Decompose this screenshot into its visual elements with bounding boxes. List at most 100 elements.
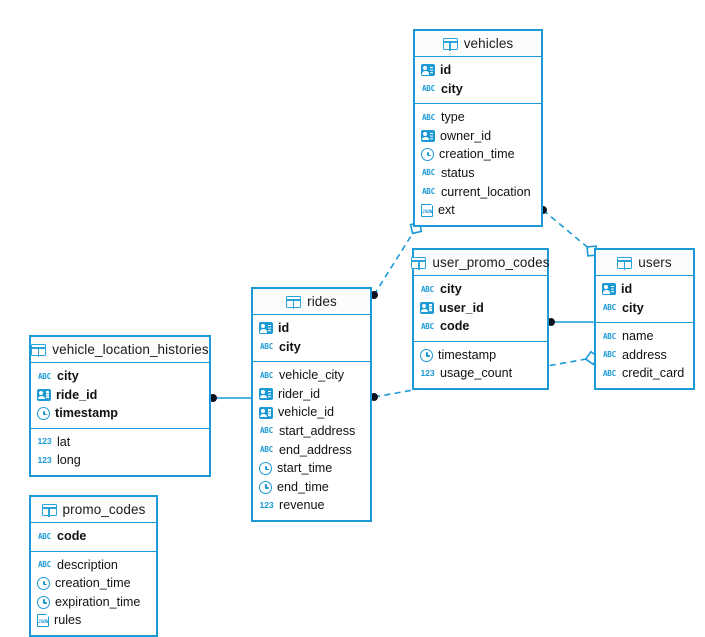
abc-string-icon: ABC [421,168,436,178]
json-document-icon: JSON [421,203,434,217]
clock-timestamp-icon [37,576,50,590]
key-id-icon [259,388,273,401]
table-header[interactable]: promo_codes [31,497,156,523]
table-grid-icon [41,503,57,518]
field-row[interactable]: vehicle_id [253,403,370,422]
clock-timestamp-icon [37,406,50,420]
field-name: id [621,282,633,296]
clock-timestamp-icon [259,461,272,475]
field-name: usage_count [440,366,513,381]
field-name: start_address [279,423,356,438]
field-row[interactable]: ABC start_address [253,422,370,441]
123-number-icon: 123 [37,436,52,447]
table-header[interactable]: user_promo_codes [411,250,550,276]
abc-string-icon: ABC [259,445,274,455]
abc-string-icon: ABC [421,112,436,122]
field-name: end_address [279,442,352,457]
field-name: id [278,321,290,335]
abc-string-icon: ABC [602,331,617,341]
field-name: user_id [439,300,484,315]
field-name: code [57,529,87,543]
field-name: expiration_time [55,594,141,609]
key-field-row[interactable]: ride_id [31,386,209,405]
field-name: city [57,369,79,383]
table-header[interactable]: vehicles [415,31,541,57]
field-row[interactable]: creation_time [415,145,541,164]
key-id-icon [420,301,434,314]
clock-timestamp-icon [259,480,272,494]
relationship-rel-vlh-rides[interactable] [209,394,251,402]
key-field-row[interactable]: id [415,61,541,80]
field-name: credit_card [622,366,685,381]
field-name: timestamp [438,347,497,362]
key-field-row[interactable]: id [596,280,693,299]
field-row[interactable]: creation_time [31,574,156,593]
field-name: city [441,81,463,96]
field-row[interactable]: 123 lat [31,433,209,452]
field-name: lat [57,434,71,449]
field-row[interactable]: ABC end_address [253,441,370,460]
table-header[interactable]: vehicle_location_histories [31,337,209,363]
field-row[interactable]: expiration_time [31,593,156,612]
table-name: vehicles [463,36,514,51]
relationship-rel-upc-users[interactable] [547,318,594,326]
abc-string-icon: ABC [259,426,274,436]
clock-timestamp-icon [420,348,433,362]
field-row[interactable]: rider_id [253,385,370,404]
field-row[interactable]: owner_id [415,127,541,146]
field-name: city [622,300,644,315]
table-name: rides [307,294,337,309]
field-row[interactable]: start_time [253,459,370,478]
table-grid-icon [411,256,427,271]
key-field-row[interactable]: ABC city [596,299,693,318]
table-header[interactable]: users [596,250,693,276]
field-name: vehicle_city [279,368,345,383]
key-field-row[interactable]: timestamp [31,404,209,423]
table-name: user_promo_codes [432,255,550,270]
field-name: rider_id [278,386,320,401]
table-grid-icon [617,256,633,271]
key-field-row[interactable]: user_id [414,299,547,318]
table-header[interactable]: rides [253,289,370,315]
key-id-icon [259,322,273,335]
field-row[interactable]: timestamp [414,346,547,365]
abc-string-icon: ABC [602,303,617,313]
field-name: rules [54,613,82,628]
field-row[interactable]: end_time [253,478,370,497]
key-field-row[interactable]: id [253,319,370,338]
field-name: long [57,453,81,468]
